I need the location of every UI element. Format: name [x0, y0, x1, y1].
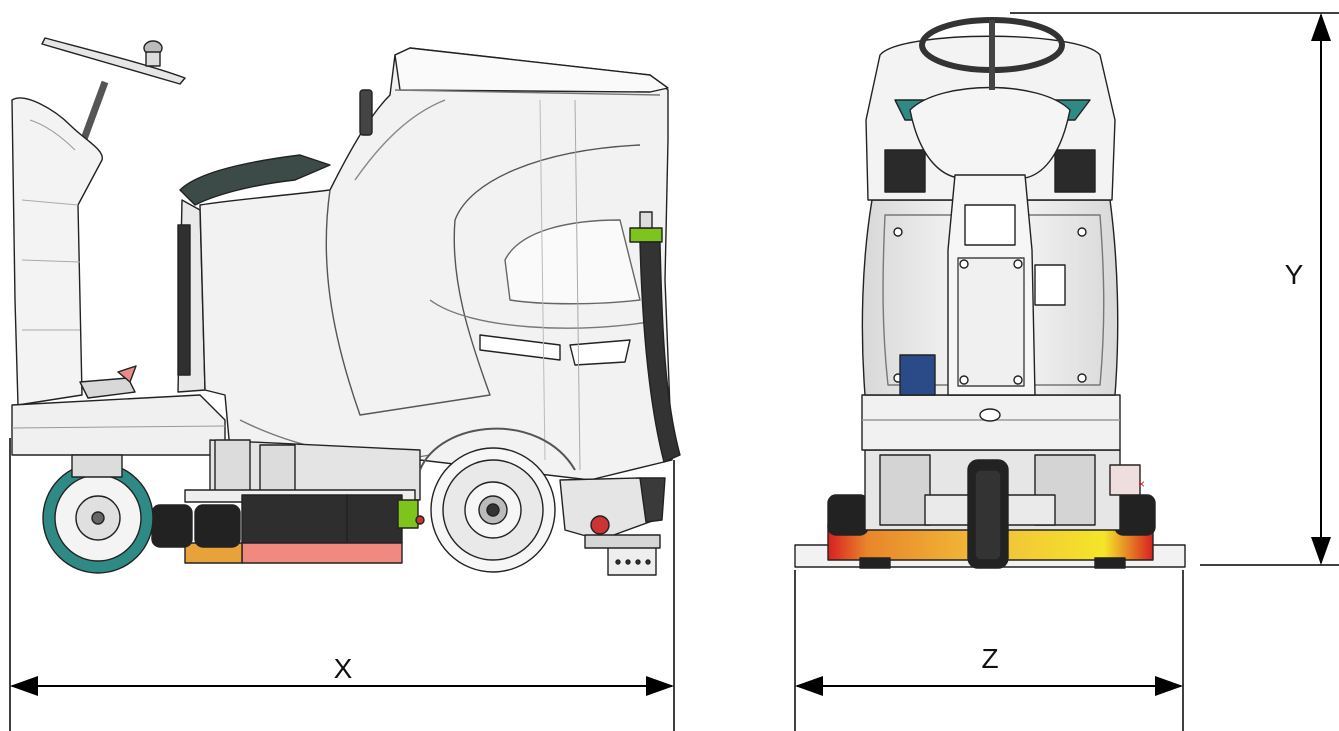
front-view: ×	[794, 17, 1186, 569]
rear-wheel	[419, 427, 576, 573]
dimension-z-label: Z	[981, 643, 998, 674]
platform	[11, 394, 226, 456]
dimension-z: Z	[794, 570, 1184, 731]
dimension-x-label: X	[334, 653, 353, 684]
recovery-hose	[629, 211, 681, 463]
dimension-y: Y	[1010, 12, 1339, 566]
svg-text:×: ×	[1138, 477, 1145, 491]
front-wheel	[42, 454, 154, 574]
dimension-y-label: Y	[1285, 259, 1304, 290]
side-view	[11, 37, 681, 576]
seat	[179, 154, 331, 206]
brush-deck	[151, 489, 425, 564]
dimension-x: X	[9, 438, 675, 731]
front-seat	[909, 86, 1071, 179]
main-body	[199, 47, 673, 481]
front-column	[11, 97, 103, 406]
